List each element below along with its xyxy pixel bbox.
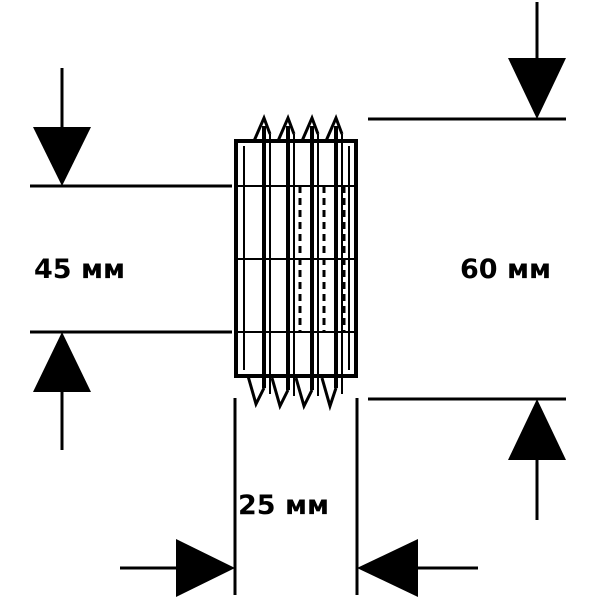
thread-tip-top-2 (276, 114, 296, 142)
thread-tip-bottom-2 (270, 377, 290, 411)
dimension-25-group (120, 398, 478, 595)
dimension-60-group (368, 2, 566, 520)
label-45: 45 мм (34, 254, 125, 285)
arrowhead-60-bottom (508, 399, 566, 460)
label-25: 25 мм (238, 490, 329, 521)
arrowhead-60-top (508, 58, 566, 119)
thread-tip-bottom-1 (246, 375, 266, 409)
hidden-lines (298, 186, 346, 332)
thread-tip-bottom-3 (294, 377, 314, 411)
thread-tip-top-4 (324, 114, 344, 142)
dimension-45-group (30, 68, 232, 450)
arrowhead-45-top (33, 127, 91, 186)
thread-tip-top-1 (252, 114, 272, 142)
thread-tip-top-3 (300, 114, 320, 142)
arrowhead-25-right (357, 539, 418, 597)
label-60: 60 мм (460, 254, 551, 285)
arrowhead-45-bottom (33, 332, 91, 392)
thread-tip-bottom-4 (320, 377, 338, 412)
threaded-fitting-drawing (234, 114, 358, 412)
arrowhead-25-left (176, 539, 235, 597)
